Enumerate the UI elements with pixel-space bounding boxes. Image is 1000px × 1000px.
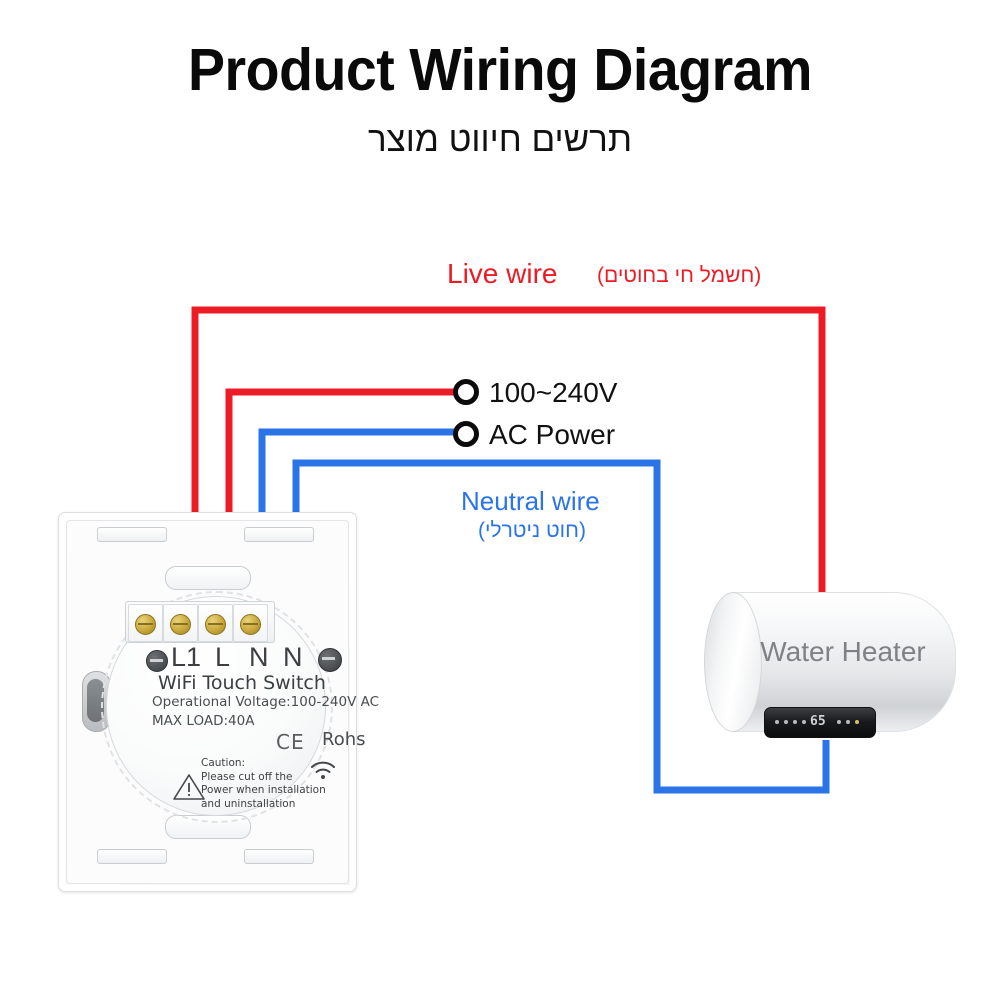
neutral-wire-label-hebrew: (חוט ניטרלי) (478, 519, 586, 542)
page-subtitle-hebrew: תרשים חיווט מוצר (367, 120, 633, 159)
module-outer-ring (101, 591, 333, 823)
mounting-clip-bottom-left (97, 849, 167, 864)
panel-power-led (855, 720, 859, 724)
live-wire-label-hebrew: (חשמל חי בחוטים) (597, 264, 762, 287)
water-heater-label: Water Heater (760, 636, 926, 667)
heater-control-panel[interactable]: 65 (764, 707, 876, 738)
supply-type-label: AC Power (489, 419, 616, 450)
switch-max-load: MAX LOAD:40A (152, 713, 255, 729)
switch-caution-text: Caution: Please cut off the Power when i… (201, 757, 326, 810)
page-title: Product Wiring Diagram (188, 37, 812, 103)
switch-operational-voltage: Operational Voltage:100-240V AC (152, 694, 380, 710)
terminal-label-l: L (215, 642, 231, 672)
terminal-label-n2: N (283, 642, 303, 672)
mounting-clip-bottom-right (244, 849, 314, 864)
wifi-touch-switch-backplate (58, 512, 357, 892)
switch-product-name: WiFi Touch Switch (158, 672, 326, 694)
warning-triangle-icon (173, 774, 205, 800)
panel-indicator-dot (837, 720, 841, 724)
terminal-screw-n1 (205, 614, 226, 635)
side-adjust-screw-icon (87, 679, 104, 722)
mounting-slot-top (165, 566, 251, 590)
ce-mark-icon: CE (276, 730, 305, 754)
panel-indicator-dot (793, 720, 797, 724)
supply-voltage-label: 100~240V (489, 377, 618, 408)
panel-indicator-dot (784, 720, 788, 724)
mounting-clip-top-left (97, 527, 167, 542)
terminal-screw-l1 (135, 614, 156, 635)
terminal-cell-l1 (128, 604, 163, 642)
supply-terminal-neutral-icon (453, 421, 479, 447)
terminal-label-l1: L1 (171, 642, 202, 672)
heater-end-cap (704, 592, 762, 732)
mounting-clip-top-right (244, 527, 314, 542)
panel-indicator-dot (775, 720, 779, 724)
neutral-wire-label: Neutral wire (461, 486, 600, 516)
terminal-label-n1: N (249, 642, 269, 672)
live-wire-main (191, 306, 826, 630)
wifi-icon (311, 761, 335, 779)
live-wire-label: Live wire (447, 258, 558, 289)
heater-temperature-readout: 65 (810, 714, 826, 729)
terminal-screw-n2 (240, 614, 261, 635)
module-fixing-screw-right-icon (318, 648, 342, 672)
rohs-mark: Rohs (322, 729, 366, 750)
panel-indicator-dot (846, 720, 850, 724)
neutral-wire-main (292, 459, 830, 794)
water-heater: Water Heater 65 (704, 592, 956, 738)
supply-terminal-live-icon (453, 379, 479, 405)
panel-indicator-dot (802, 720, 806, 724)
terminal-screw-l (170, 614, 191, 635)
module-fixing-screw-left-icon (146, 650, 168, 672)
terminal-block (125, 601, 275, 643)
